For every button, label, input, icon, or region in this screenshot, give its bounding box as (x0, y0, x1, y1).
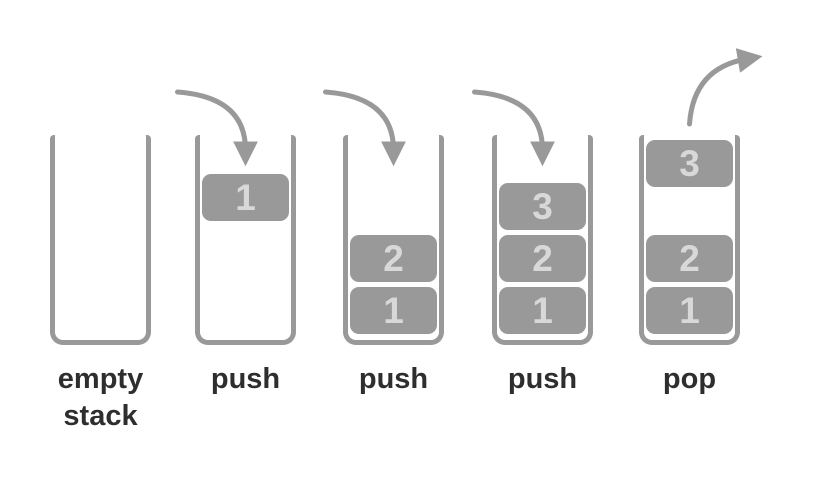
pop-up-arrow-icon (687, 48, 763, 127)
panel-label-push-third: push (507, 363, 578, 395)
stack-block-2-push-third: 2 (499, 235, 586, 282)
stack-block-1-push-third: 1 (499, 287, 586, 334)
panel-label-push-first: push (210, 363, 281, 395)
stack-block-2-pop: 2 (646, 235, 733, 282)
stack-container-push-second (343, 135, 444, 345)
stack-block-3-pop: 3 (646, 140, 733, 187)
stack-container-push-third (492, 135, 593, 345)
stack-block-1-pop: 1 (646, 287, 733, 334)
stack-container-empty-stack (50, 135, 151, 345)
stack-container-pop (639, 135, 740, 345)
stack-block-1-push-first: 1 (202, 174, 289, 221)
stack-block-2-push-second: 2 (350, 235, 437, 282)
stack-block-1-push-second: 1 (350, 287, 437, 334)
panel-label-empty-stack: empty stack (57, 363, 144, 432)
panel-label-push-second: push (358, 363, 429, 395)
stack-block-3-push-third: 3 (499, 183, 586, 230)
stack-container-push-first (195, 135, 296, 345)
panel-label-pop: pop (662, 363, 717, 395)
